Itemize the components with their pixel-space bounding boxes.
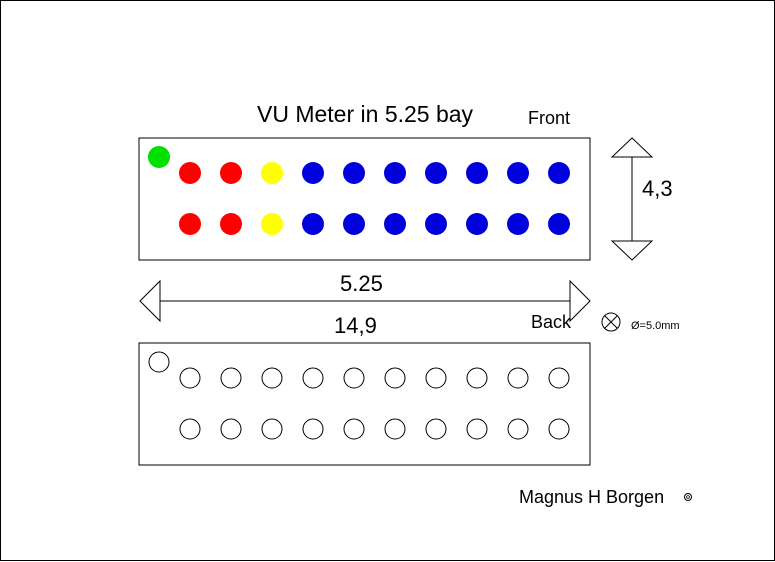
blue-led (466, 162, 488, 184)
led-hole (425, 367, 447, 389)
led-hole (302, 367, 324, 389)
front-label: Front (528, 108, 571, 128)
front-led-group (148, 146, 570, 235)
led-hole (466, 418, 488, 440)
blue-led (384, 213, 406, 235)
blue-led (466, 213, 488, 235)
diagram-title: VU Meter in 5.25 bay (257, 101, 474, 127)
copyright-icon (684, 493, 692, 501)
yellow-led (261, 162, 283, 184)
led-hole (261, 418, 283, 440)
led-hole (302, 418, 324, 440)
led-hole (425, 418, 447, 440)
width-cm-label: 14,9 (334, 313, 377, 338)
hole-symbol-icon (601, 312, 621, 332)
red-led (220, 213, 242, 235)
back-hole-group (148, 351, 570, 440)
blue-led (384, 162, 406, 184)
blue-led (343, 213, 365, 235)
led-hole (507, 367, 529, 389)
led-hole (384, 418, 406, 440)
led-hole (384, 367, 406, 389)
blue-led (507, 213, 529, 235)
led-hole (220, 367, 242, 389)
blue-led (425, 162, 447, 184)
author-credit: Magnus H Borgen (519, 487, 665, 507)
red-led (220, 162, 242, 184)
led-hole (343, 367, 365, 389)
width-label: 5.25 (340, 271, 383, 296)
blue-led (343, 162, 365, 184)
red-led (179, 213, 201, 235)
led-hole (466, 367, 488, 389)
height-dimension-arrow (610, 137, 654, 261)
power-led-hole (148, 351, 170, 373)
back-panel (138, 342, 591, 466)
led-hole (507, 418, 529, 440)
hole-diameter-note: Ø=5.0mm (631, 320, 680, 332)
blue-led (548, 213, 570, 235)
yellow-led (261, 213, 283, 235)
blue-led (548, 162, 570, 184)
width-dimension-arrow (139, 279, 591, 323)
led-hole (548, 367, 570, 389)
led-hole (261, 367, 283, 389)
blue-led (507, 162, 529, 184)
back-label: Back (531, 312, 572, 332)
red-led (179, 162, 201, 184)
led-hole (343, 418, 365, 440)
front-panel (138, 137, 591, 261)
led-hole (179, 418, 201, 440)
led-hole (548, 418, 570, 440)
height-label: 4,3 (642, 176, 673, 201)
led-hole (179, 367, 201, 389)
led-hole (220, 418, 242, 440)
blue-led (425, 213, 447, 235)
blue-led (302, 213, 324, 235)
blue-led (302, 162, 324, 184)
power-led (148, 146, 170, 168)
